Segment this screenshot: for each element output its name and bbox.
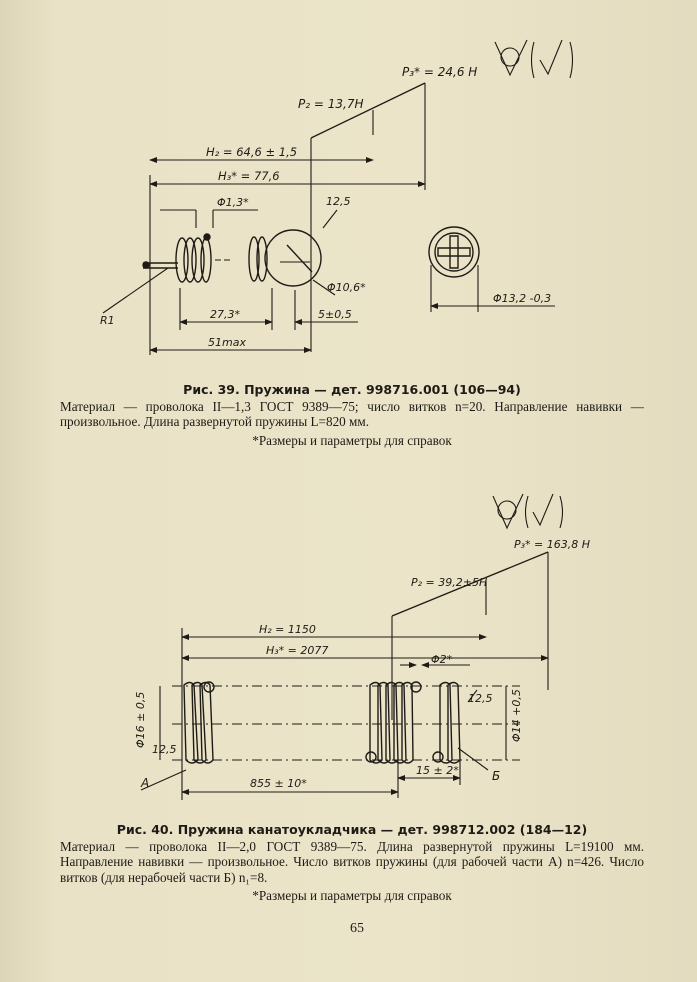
- fig39-p2-label: P₂ = 13,7H: [298, 97, 363, 111]
- force-diagram: [310, 82, 426, 352]
- figure-39-caption: Рис. 39. Пружина — дет. 998716.001 (106—…: [60, 382, 644, 448]
- fig40-p3-label: P₃* = 163,8 H: [514, 538, 590, 551]
- fig39-h2-label: H₂ = 64,6 ± 1,5: [206, 145, 297, 159]
- fig39-wire-dia-label: Φ1,3*: [217, 196, 249, 209]
- fig39-caption-text: Материал — проволока II—1,3 ГОСТ 9389—75…: [60, 398, 644, 430]
- fig40-dia-14-label: Φ14 +0,5: [510, 689, 523, 742]
- fig39-caption-title: Рис. 39. Пружина — дет. 998716.001 (106—…: [183, 382, 521, 397]
- fig40-caption-title: Рис. 40. Пружина канатоукладчика — дет. …: [116, 822, 588, 837]
- figure-40-drawing: P₃* = 163,8 H P₂ = 39,2±5H H₂ = 1150 H₃*…: [134, 493, 590, 800]
- fig40-caption-text: Материал — проволока II—2,0 ГОСТ 9389—75…: [60, 838, 644, 885]
- fig40-label-a: А: [140, 776, 149, 790]
- fig40-h2-label: H₂ = 1150: [259, 623, 316, 636]
- spring-fig40-coils: [183, 681, 461, 764]
- spring-fig39-hook: [264, 229, 322, 287]
- fig39-dia-13-label: Φ13,2 -0,3: [493, 292, 551, 305]
- fig40-radius-left-label: 12,5: [152, 743, 177, 756]
- fig40-wire-dia-label: Φ2*: [431, 653, 453, 666]
- figure-40-caption: Рис. 40. Пружина канатоукладчика — дет. …: [60, 822, 644, 904]
- page-number: 65: [350, 921, 364, 936]
- fig40-dia-16-label: Φ16 ± 0,5: [134, 692, 147, 748]
- fig40-dim-855-label: 855 ± 10*: [250, 777, 307, 790]
- fig40-h3-label: H₃* = 2077: [266, 644, 328, 657]
- fig39-p3-label: P₃* = 24,6 H: [402, 65, 477, 79]
- figure-39-drawing: P₃* = 24,6 H P₂ = 13,7H H₂ = 64,6 ± 1,5 …: [100, 39, 574, 355]
- fig39-dim-51-label: 51max: [208, 336, 246, 349]
- fig40-caption-note: *Размеры и параметры для справок: [252, 888, 452, 903]
- spring-fig39-end-view: [428, 226, 480, 278]
- fig40-dim-15-label: 15 ± 2*: [416, 764, 459, 777]
- fig39-dia-10-6-label: Φ10,6*: [327, 281, 366, 294]
- roughness-symbol-2: [492, 493, 564, 530]
- roughness-symbol: [494, 39, 574, 79]
- fig40-label-b: Б: [492, 769, 500, 783]
- spring-fig39-coils: [142, 233, 268, 283]
- fig40-p2-label: P₂ = 39,2±5H: [411, 576, 487, 589]
- fig39-dim-5-label: 5±0,5: [318, 308, 352, 321]
- fig39-h3-label: H₃* = 77,6: [218, 169, 280, 183]
- force-diagram-2: [391, 551, 549, 720]
- fig39-r1-label: R1: [100, 314, 115, 327]
- fig40-radius-right-label: 12,5: [468, 692, 493, 705]
- fig39-radius-label: 12,5: [326, 195, 351, 208]
- fig39-dim-27-label: 27,3*: [210, 308, 240, 321]
- fig39-caption-note: *Размеры и параметры для справок: [252, 432, 452, 448]
